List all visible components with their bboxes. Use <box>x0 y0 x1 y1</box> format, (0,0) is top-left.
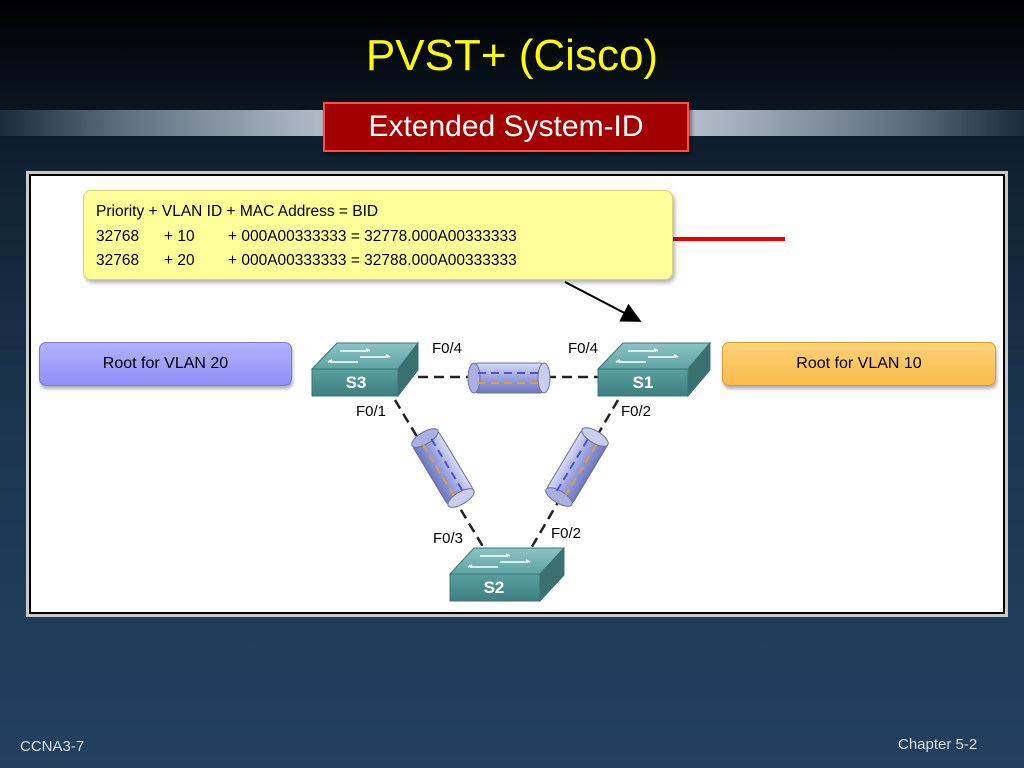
title-band <box>0 0 1024 110</box>
footer-left: CCNA3-7 <box>20 738 85 755</box>
formula-vlan: + 20 <box>164 252 195 269</box>
switch-s2: S2 <box>448 546 566 603</box>
port-label-s2-right: F0/2 <box>551 525 582 542</box>
formula-row: 32768 + 10 + 000A00333333 = 32778.000A00… <box>96 228 666 248</box>
formula-vlan: + 10 <box>164 228 195 245</box>
port-label-s2-left: F0/3 <box>433 530 464 547</box>
formula-header: Priority + VLAN ID + MAC Address = BID <box>96 203 379 220</box>
port-label-s3-bottom: F0/1 <box>356 403 387 420</box>
switch-s1-label: S1 <box>633 373 654 392</box>
port-label-s1-top: F0/4 <box>568 340 599 357</box>
slide-title: PVST+ (Cisco) <box>365 31 659 80</box>
switch-s2-label: S2 <box>484 578 505 597</box>
switch-s3-label: S3 <box>346 373 367 392</box>
root-vlan10-label: Root for VLAN 10 <box>722 342 996 386</box>
pointer-arrow <box>564 281 642 322</box>
formula-row: 32768 + 20 + 000A00333333 = 32788.000A00… <box>96 252 666 272</box>
port-label-s3-top: F0/4 <box>432 340 463 357</box>
port-label-s1-bottom: F0/2 <box>621 403 652 420</box>
switch-s1: S1 <box>596 341 712 398</box>
switch-s3: S3 <box>310 341 420 398</box>
bid-formula-box: Priority + VLAN ID + MAC Address = BID 3… <box>83 190 673 280</box>
trunk-cylinder-left <box>411 428 475 508</box>
formula-result: + 000A00333333 = 32778.000A00333333 <box>228 228 517 245</box>
subtitle-box: Extended System-ID <box>323 102 689 152</box>
trunk-cylinder-right <box>545 427 609 507</box>
trunk-cylinder-top <box>467 362 551 394</box>
footer-right: Chapter 5-2 <box>898 736 978 753</box>
formula-result: + 000A00333333 = 32788.000A00333333 <box>228 252 517 269</box>
formula-priority: 32768 <box>96 252 140 269</box>
formula-priority: 32768 <box>96 228 140 245</box>
root-vlan20-label: Root for VLAN 20 <box>39 342 292 386</box>
